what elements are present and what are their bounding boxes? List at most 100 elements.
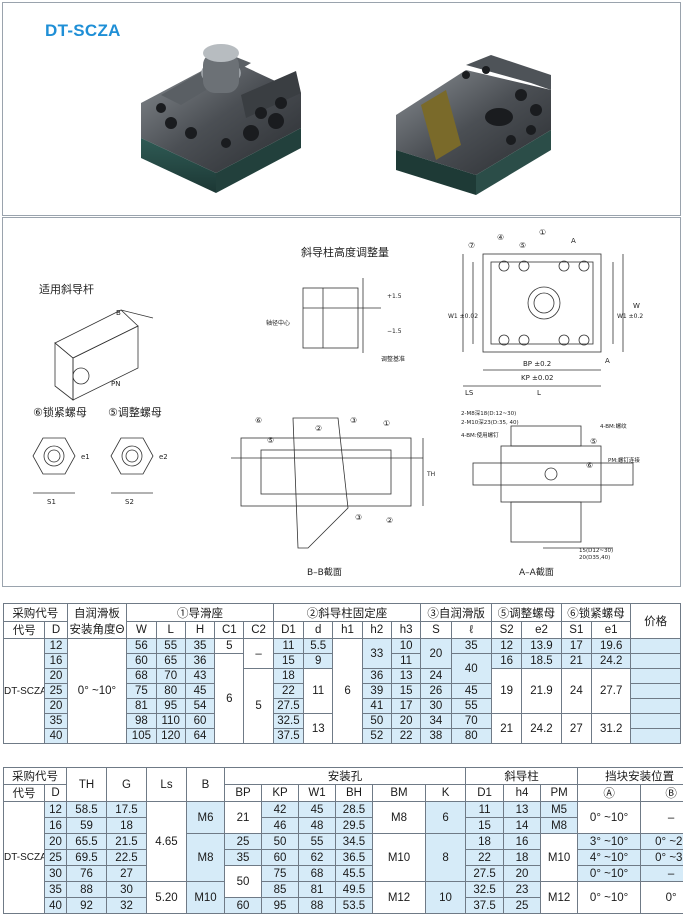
- price-cell[interactable]: [630, 728, 681, 744]
- product-photo-panel: DT-SCZA: [2, 2, 681, 216]
- product-photo-right: [396, 55, 551, 195]
- header-d: D: [44, 621, 68, 639]
- price-cell[interactable]: [630, 698, 681, 714]
- product-photo-left: [141, 44, 301, 193]
- svg-text:⑤: ⑤: [519, 241, 526, 250]
- header-pos-b: Ⓑ: [640, 784, 683, 802]
- svg-text:S1: S1: [47, 498, 56, 506]
- header-price: 价格: [630, 603, 681, 639]
- label-adjust-nut: ⑤调整螺母: [108, 405, 162, 419]
- svg-text:4-BM:使用螺钉: 4-BM:使用螺钉: [461, 431, 499, 439]
- header-d-small: d: [303, 621, 334, 639]
- header-b: B: [186, 767, 225, 802]
- table-row: 40 92 32 60 95 88 53.5 37.5 25: [4, 897, 683, 914]
- header-rod-seat: ②斜导柱固定座: [272, 603, 422, 622]
- header-bh: BH: [335, 784, 373, 802]
- svg-text:PN: PN: [111, 380, 120, 388]
- svg-text:W: W: [633, 302, 640, 310]
- svg-text:L: L: [537, 389, 541, 397]
- header-d1: D1: [272, 621, 305, 639]
- header-kp: KP: [261, 784, 299, 802]
- svg-text:e1: e1: [81, 453, 90, 461]
- header-c2: C2: [243, 621, 274, 639]
- svg-text:②: ②: [386, 516, 393, 525]
- svg-text:20(D35,40): 20(D35,40): [579, 555, 610, 561]
- svg-text:①: ①: [383, 419, 390, 428]
- svg-text:LS: LS: [465, 389, 474, 397]
- svg-text:④: ④: [497, 233, 504, 242]
- svg-text:⑦: ⑦: [468, 241, 475, 250]
- price-cell[interactable]: [630, 713, 681, 729]
- svg-text:②: ②: [315, 424, 322, 433]
- header-h: H: [184, 621, 216, 639]
- header-bp: BP: [224, 784, 262, 802]
- table-row: 35 88 30 5.20 M10 85 81 49.5 M12 10 32.5…: [4, 881, 683, 914]
- svg-text:BP ±0.2: BP ±0.2: [523, 360, 551, 368]
- svg-text:2-M8深18(D:12~30): 2-M8深18(D:12~30): [461, 409, 516, 417]
- header-w1: W1: [298, 784, 336, 802]
- svg-text:2-M10深23(D:35, 40): 2-M10深23(D:35, 40): [461, 418, 519, 426]
- adjust-nut-drawing: S2 e2: [110, 437, 168, 506]
- height-adjust-drawing: 轴径中心 调整基准 +1.5 −1.5: [266, 278, 405, 363]
- header-ell: ℓ: [450, 621, 492, 639]
- lock-nut-drawing: S1 e1: [32, 437, 90, 506]
- price-cell[interactable]: [630, 668, 681, 684]
- technical-drawing-panel: 适用斜导杆 B PN ⑥锁紧螺母 ⑤调整螺母 S1 e1 S2 e2: [2, 217, 681, 587]
- svg-text:S2: S2: [125, 498, 134, 506]
- table-row: 25 69.5 22.5 35 60 62 36.5 22 18 4° ~10°…: [4, 849, 683, 866]
- header-ls: Ls: [146, 767, 187, 802]
- header-d1-2: D1: [465, 784, 505, 802]
- svg-text:③: ③: [355, 513, 362, 522]
- svg-text:PM:螺钉连接: PM:螺钉连接: [608, 456, 640, 464]
- svg-text:B–B截面: B–B截面: [307, 566, 342, 578]
- svg-text:A–A截面: A–A截面: [519, 566, 554, 578]
- svg-text:①: ①: [539, 228, 546, 237]
- price-cell[interactable]: [630, 638, 681, 654]
- header-stop: 挡块安装位置: [577, 767, 683, 785]
- label-applicable-rod: 适用斜导杆: [39, 282, 94, 296]
- table-row: 20 68 70 43 5 18 11 36 13 24 19 21.9 24 …: [4, 668, 681, 744]
- spec-table-2: 采购代号 TH G Ls B 安装孔 斜导柱 挡块安装位置 代号 D BP KP…: [3, 767, 683, 914]
- header-k: K: [424, 784, 467, 802]
- table-row: DT-SCZA 12 0° ~10° 56 55 35 5 – 11 5.5 6…: [2, 638, 681, 744]
- header-adjust-nut: ⑤调整螺母: [490, 603, 562, 622]
- header-rod: 斜导柱: [465, 767, 579, 785]
- svg-text:A: A: [605, 357, 610, 365]
- header-e2: e2: [521, 621, 562, 639]
- header-th: TH: [66, 767, 107, 802]
- header-g: G: [106, 767, 147, 802]
- spec-table-1: 采购代号 自润滑板安装角度Θ ①导滑座 ②斜导柱固定座 ③自润滑版 ⑤调整螺母 …: [2, 603, 681, 744]
- svg-text:⑤: ⑤: [590, 437, 597, 446]
- header-d-2: D: [44, 784, 67, 802]
- header-order-code-2: 采购代号: [3, 767, 67, 785]
- svg-text:TH: TH: [426, 471, 435, 478]
- header-order-code: 采购代号: [3, 603, 68, 622]
- table-row: 20 81 95 54 27.5 41 17 30 55: [4, 698, 681, 714]
- rod-drawing: B PN: [54, 309, 154, 401]
- header-h3: h3: [390, 621, 422, 639]
- header-pm: PM: [540, 784, 579, 802]
- svg-text:⑥: ⑥: [255, 416, 262, 425]
- price-cell[interactable]: [630, 653, 681, 669]
- svg-text:③: ③: [350, 416, 357, 425]
- svg-text:e2: e2: [159, 453, 168, 461]
- header-lube-plate: ③自润滑版: [420, 603, 492, 622]
- product-title: DT-SCZA: [45, 21, 121, 40]
- svg-text:调整基准: 调整基准: [381, 355, 405, 363]
- table-row: 30 76 27 50 75 68 45.5 27.5 20 0° ~10° –: [4, 865, 683, 898]
- header-guide-seat: ①导滑座: [126, 603, 274, 622]
- svg-text:⑤: ⑤: [267, 436, 274, 445]
- price-cell[interactable]: [630, 683, 681, 699]
- header-lube-angle: 自润滑板安装角度Θ: [66, 603, 128, 639]
- header-s2: S2: [490, 621, 523, 639]
- header-w: W: [126, 621, 157, 639]
- header-code-2: 代号: [3, 784, 45, 802]
- svg-text:4-BM:螺纹: 4-BM:螺纹: [600, 422, 627, 430]
- svg-text:B: B: [116, 309, 121, 317]
- header-code: 代号: [2, 621, 46, 639]
- svg-text:+1.5: +1.5: [387, 293, 402, 300]
- header-e1: e1: [590, 621, 632, 639]
- header-h4: h4: [503, 784, 542, 802]
- svg-text:15(D12~30): 15(D12~30): [579, 548, 613, 554]
- svg-text:W1 ±0.2: W1 ±0.2: [617, 313, 643, 320]
